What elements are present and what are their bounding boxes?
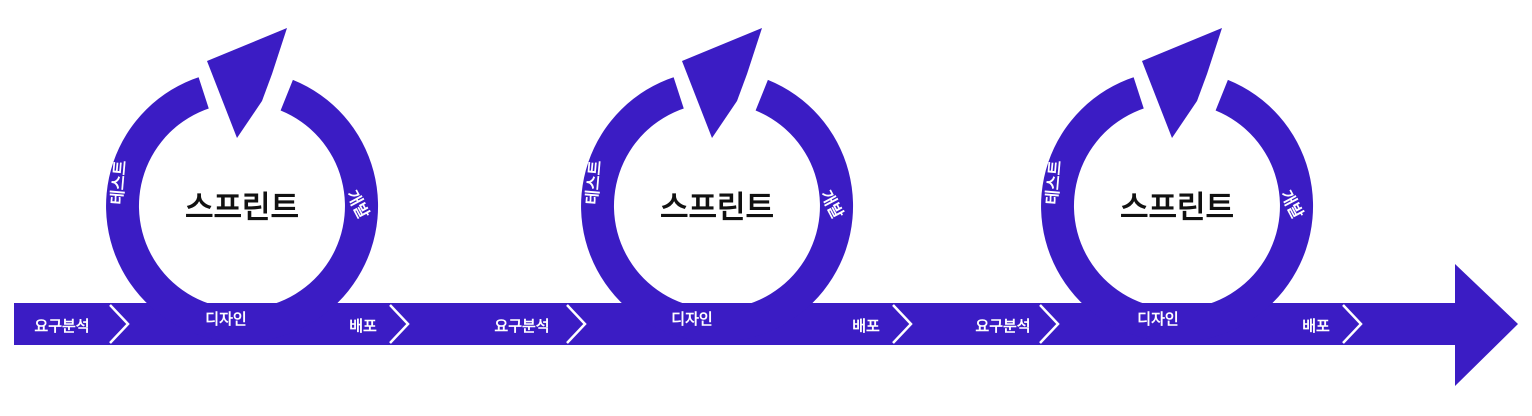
stage-label-test: 테스트	[107, 159, 130, 205]
cycle-arrowhead-icon	[1142, 28, 1222, 138]
stage-label-deploy: 배포	[1302, 317, 1330, 335]
cycle-arrowhead-icon	[682, 28, 762, 138]
chevron-icon	[566, 304, 587, 344]
chevron-icon	[892, 304, 913, 344]
chevron-icon	[389, 304, 410, 344]
ring-gap-divider	[1132, 74, 1148, 111]
sprint-1: 스프린트 테스트 개발 디자인 요구분석 배포	[34, 159, 377, 335]
ring-gap-divider	[672, 74, 688, 111]
stage-label-deploy: 배포	[349, 317, 377, 335]
stage-label-design: 디자인	[671, 310, 712, 328]
ring-gap-divider	[197, 74, 213, 111]
sprint-title: 스프린트	[660, 190, 774, 226]
stage-label-deploy: 배포	[852, 317, 880, 335]
sprint-title: 스프린트	[185, 190, 299, 226]
timeline-chevrons	[109, 304, 1363, 344]
stage-label-analysis: 요구분석	[975, 317, 1030, 335]
stage-label-design: 디자인	[205, 310, 246, 328]
chevron-icon	[109, 304, 130, 344]
stage-label-analysis: 요구분석	[494, 317, 549, 335]
sprint-3: 스프린트 테스트 개발 디자인 요구분석 배포	[975, 159, 1330, 335]
stage-label-test: 테스트	[1042, 159, 1065, 205]
sprint-title: 스프린트	[1120, 190, 1234, 226]
stage-label-analysis: 요구분석	[34, 317, 89, 335]
chevron-icon	[1342, 304, 1363, 344]
stage-label-design: 디자인	[1137, 310, 1178, 328]
cycle-arrowhead-icon	[207, 28, 287, 138]
stage-label-test: 테스트	[582, 159, 605, 205]
chevron-icon	[1039, 304, 1060, 344]
